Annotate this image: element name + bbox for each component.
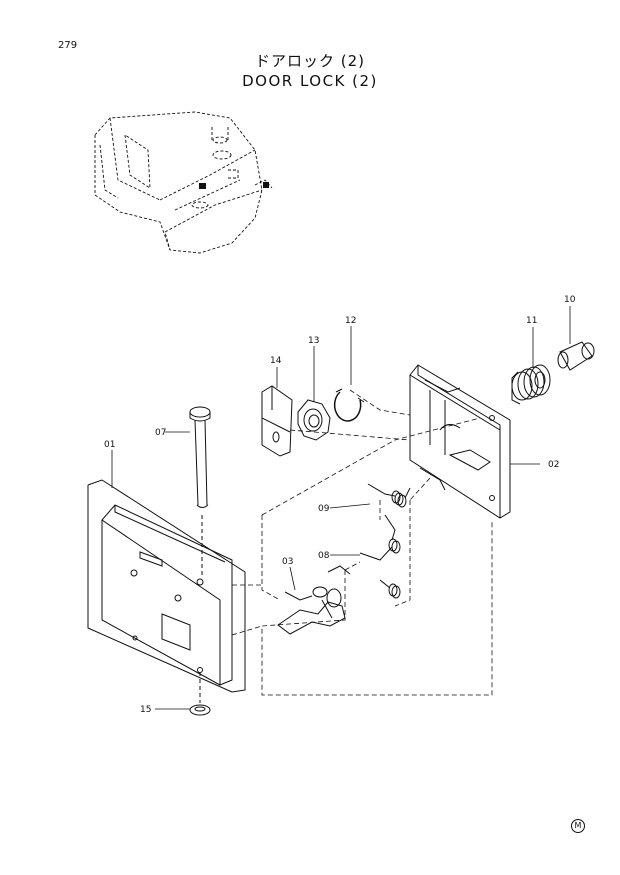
part-09-spring [367, 483, 411, 508]
part-13-nut [297, 399, 331, 441]
label-part-13: 13 [308, 336, 319, 346]
part-15-washer [189, 672, 211, 716]
title-english: DOOR LOCK (2) [242, 72, 378, 90]
part-03-latch [277, 565, 351, 635]
label-part-03: 03 [282, 557, 293, 567]
label-part-08: 08 [318, 551, 330, 561]
label-part-11: 11 [526, 316, 537, 326]
part-08-spring [359, 514, 401, 599]
leader-lines [111, 306, 571, 710]
label-part-14: 14 [270, 356, 282, 366]
label-part-01: 01 [104, 440, 115, 450]
part-10-pin [557, 341, 595, 371]
location-marker [263, 182, 269, 188]
label-part-15: 15 [140, 705, 151, 715]
label-part-10: 10 [564, 295, 576, 305]
label-part-02: 02 [548, 460, 559, 470]
part-12-snap-ring [333, 388, 365, 422]
m-mark-icon: M [571, 819, 585, 833]
location-marker [199, 183, 206, 189]
excavator-overview-illustration [94, 111, 273, 254]
assembly-lines [231, 389, 493, 696]
label-part-07: 07 [155, 428, 166, 438]
page-number: 279 [58, 40, 78, 51]
label-part-09: 09 [318, 504, 330, 514]
part-11-bushing [511, 364, 551, 405]
part-02-bracket [409, 364, 511, 519]
part-07-pin [189, 406, 211, 578]
title-japanese: ドアロック (2) [254, 52, 366, 70]
label-part-12: 12 [345, 316, 356, 326]
part-14-plate [261, 385, 293, 457]
part-01-lock-plate [87, 479, 246, 693]
